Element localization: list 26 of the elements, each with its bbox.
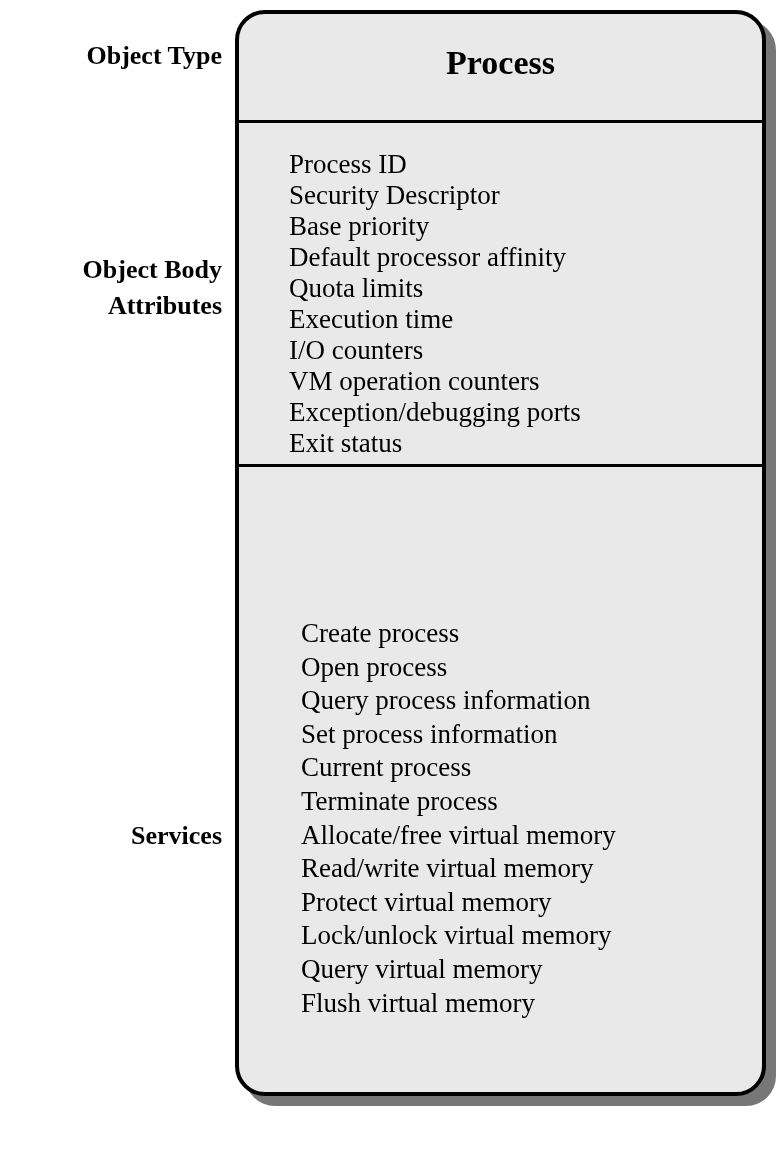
- list-item: I/O counters: [289, 335, 424, 366]
- list-item: Protect virtual memory: [301, 885, 552, 919]
- list-item: Security Descriptor: [289, 180, 500, 211]
- list-item: Read/write virtual memory: [301, 852, 594, 886]
- list-item: Terminate process: [301, 784, 498, 818]
- list-item: Set process information: [301, 717, 558, 751]
- list-item: Query virtual memory: [301, 952, 543, 986]
- list-item: Create process: [301, 617, 460, 650]
- list-item: Allocate/free virtual memory: [301, 818, 616, 852]
- list-item: VM operation counters: [289, 366, 540, 397]
- list-item: Flush virtual memory: [301, 986, 535, 1020]
- section-label: Object Body Attributes: [81, 254, 222, 322]
- list-item: Query process information: [301, 684, 591, 718]
- list-item: Open process: [301, 650, 448, 684]
- section-label: Services: [130, 820, 222, 852]
- list-item: Process ID: [289, 149, 407, 180]
- list-item: Lock/unlock virtual memory: [301, 919, 612, 953]
- list-item: Quota limits: [289, 273, 424, 304]
- section-label: Object Type: [85, 40, 222, 72]
- list-item: Exit status: [289, 428, 403, 459]
- list-item: Base priority: [289, 211, 430, 242]
- header-title: Process: [446, 44, 555, 82]
- list-item: Default processor affinity: [289, 242, 566, 273]
- list-item: Exception/debugging ports: [289, 397, 581, 428]
- list-item: Current process: [301, 751, 472, 785]
- list-item: Execution time: [289, 304, 454, 335]
